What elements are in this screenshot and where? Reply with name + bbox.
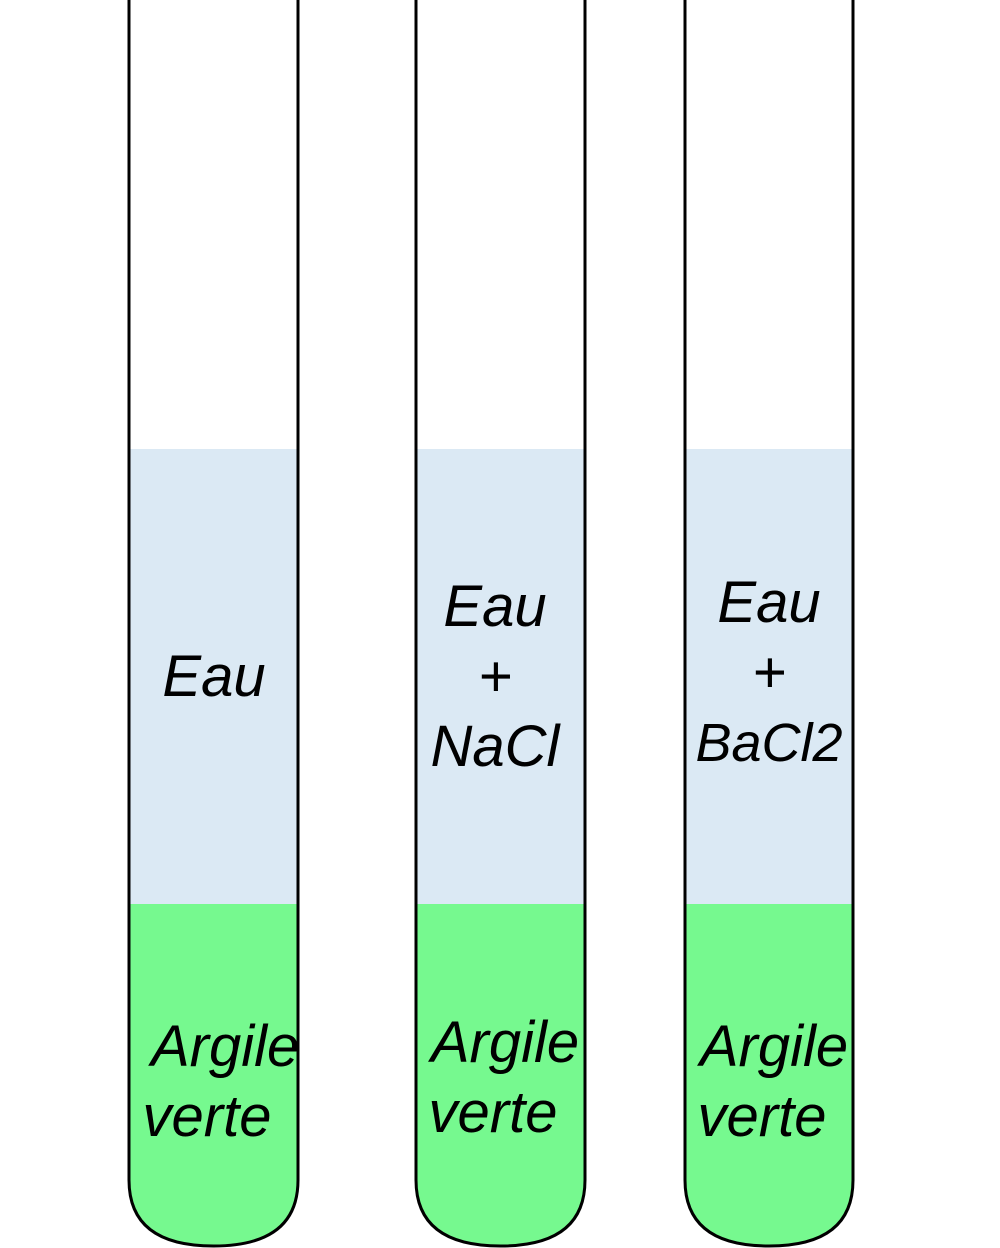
tube-1-clay-line-2: verte: [142, 1084, 272, 1149]
tube-2-clay-line-2: verte: [428, 1080, 558, 1145]
tube-3-clay-line-2: verte: [697, 1084, 827, 1149]
tube-2-water-label: Eau + NaCl: [416, 572, 584, 782]
tube-2-clay-line-1: Argile: [430, 1010, 580, 1075]
tube-3-water-line-1: Eau: [717, 570, 821, 635]
tube-3-water-label: Eau + BaCl2: [686, 568, 852, 778]
tube-1-water-layer: [129, 449, 298, 904]
tube-2-clay-layer: [416, 904, 585, 1246]
tube-2-water-line-1: Eau: [443, 574, 547, 639]
tube-1-clay-line-1: Argile: [151, 1014, 300, 1079]
test-tube-2: [414, 0, 587, 1248]
test-tube-1: [127, 0, 300, 1248]
tube-2-water-line-2: +: [478, 644, 512, 709]
tube-3-outline: [683, 0, 855, 1248]
tube-2-water-line-3: NaCl: [430, 714, 560, 779]
tube-3-clay-layer: [685, 904, 853, 1246]
tube-3-water-line-2: +: [752, 640, 786, 705]
tube-2-outline: [414, 0, 587, 1248]
tube-3-clay-label: Argile verte: [686, 1012, 852, 1152]
tube-2-clay-label: Argile verte: [416, 1008, 584, 1148]
tube-3-water-line-3: BaCl2: [695, 713, 843, 773]
tube-3-clay-line-1: Argile: [699, 1014, 849, 1079]
tube-1-outline: [127, 0, 300, 1248]
tube-3-water-layer: [685, 449, 853, 904]
tube-1-water-line-1: Eau: [162, 644, 266, 709]
test-tube-3: [683, 0, 855, 1248]
tube-1-water-label: Eau: [129, 648, 299, 706]
tube-2-water-layer: [416, 449, 585, 904]
tube-1-clay-label: Argile verte: [129, 1012, 300, 1152]
tube-1-clay-layer: [129, 904, 298, 1246]
